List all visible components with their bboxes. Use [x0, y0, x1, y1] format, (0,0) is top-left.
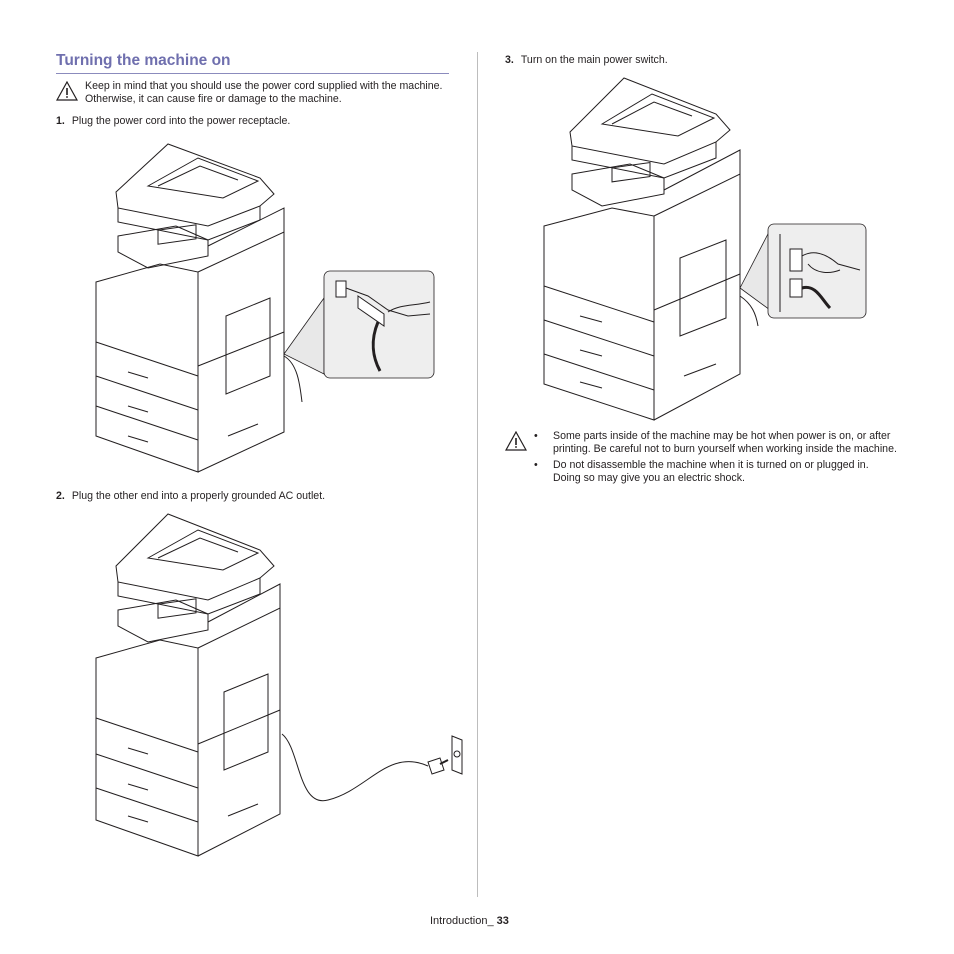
step-3: 3. Turn on the main power switch. [505, 54, 668, 67]
step-text: Turn on the main power switch. [520, 54, 668, 66]
section-title: Turning the machine on [56, 52, 231, 69]
step-2: 2. Plug the other end into a properly gro… [56, 490, 325, 503]
column-divider [477, 52, 478, 897]
caution-icon [505, 431, 527, 451]
title-underline [56, 73, 449, 74]
caution-text: Keep in mind that you should use the pow… [85, 80, 443, 105]
step-number: 3. [505, 54, 514, 66]
printer-illustration-plug-cord [95, 143, 435, 473]
step-text: Plug the power cord into the power recep… [71, 115, 291, 127]
page-footer: Introduction_ 33 [430, 915, 509, 927]
caution-bullet-list: Some parts inside of the machine may be … [534, 430, 898, 488]
caution-bullet: Some parts inside of the machine may be … [534, 430, 898, 456]
page-number: 33 [496, 915, 509, 927]
footer-label: Introduction_ [430, 915, 494, 927]
caution-icon [56, 81, 78, 101]
step-text: Plug the other end into a properly groun… [71, 490, 326, 502]
step-number: 2. [56, 490, 65, 502]
step-number: 1. [56, 115, 65, 127]
step-1: 1. Plug the power cord into the power rec… [56, 115, 290, 128]
printer-illustration-power-switch [543, 77, 867, 421]
caution-bullet: Do not disassemble the machine when it i… [534, 459, 898, 485]
printer-illustration-ac-outlet [95, 513, 463, 857]
